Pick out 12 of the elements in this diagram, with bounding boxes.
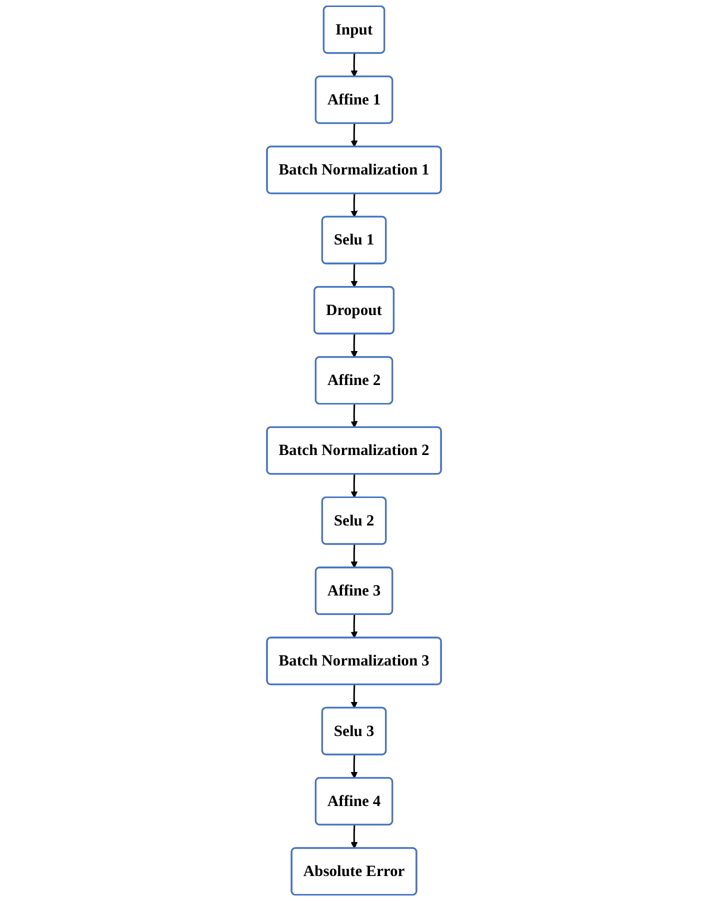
arrow bbox=[350, 53, 358, 78]
arrow bbox=[350, 334, 358, 358]
arrow bbox=[350, 264, 358, 288]
arrow bbox=[350, 684, 358, 708]
arrow bbox=[350, 474, 358, 498]
arrow bbox=[350, 824, 358, 849]
arrow bbox=[350, 124, 358, 148]
arrow bbox=[350, 404, 358, 428]
arrow bbox=[350, 754, 358, 779]
arrow bbox=[350, 194, 358, 218]
arrow bbox=[350, 544, 358, 568]
arrow bbox=[350, 614, 358, 638]
